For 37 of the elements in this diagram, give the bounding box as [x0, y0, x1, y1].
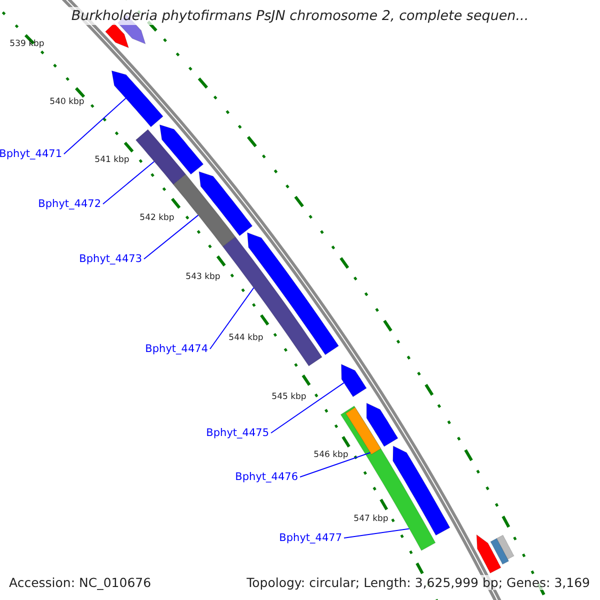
gene-label: Bphyt_4476	[235, 471, 298, 483]
scale-label: 544 kbp	[228, 333, 264, 343]
gene-block	[341, 364, 367, 398]
gene-bar	[496, 534, 514, 560]
gene-block	[198, 171, 253, 236]
gene-block	[159, 124, 204, 175]
gene-bar	[222, 236, 322, 366]
gene-label: Bphyt_4475	[206, 427, 269, 439]
leader-line	[64, 98, 126, 154]
leader-line	[210, 287, 254, 350]
leader-line	[344, 528, 410, 538]
gene-label: Bphyt_4474	[145, 343, 208, 355]
gene-block	[246, 232, 340, 356]
gene-block	[366, 402, 398, 447]
scale-label: 542 kbp	[140, 213, 174, 223]
gene-label: Bphyt_4473	[79, 253, 142, 265]
gene-bar	[172, 174, 236, 248]
leader-line	[144, 214, 199, 260]
leader-line	[102, 161, 155, 204]
gene-bar	[135, 129, 186, 185]
scale-label: 546 kbp	[314, 450, 348, 460]
leader-line	[300, 452, 371, 478]
topology-text: Topology: circular; Length: 3,625,999 bp; Genes: 3,169	[244, 575, 592, 590]
gene-block	[392, 446, 450, 536]
gene-block	[476, 534, 502, 574]
leader-line	[270, 382, 344, 434]
gene-label: Bphyt_4477	[279, 532, 342, 544]
gene-block	[111, 70, 164, 128]
gene-bar	[490, 538, 510, 565]
gene-block	[104, 22, 130, 48]
gene-label: Bphyt_4471	[0, 148, 62, 160]
gene-label: Bphyt_4472	[38, 198, 101, 210]
scale-label: 547 kbp	[354, 514, 388, 524]
scale-label: 539 kbp	[10, 39, 44, 49]
scale-label: 545 kbp	[272, 392, 306, 402]
accession-text: Accession: NC_010676	[7, 575, 154, 590]
scale-label: 540 kbp	[50, 97, 84, 107]
